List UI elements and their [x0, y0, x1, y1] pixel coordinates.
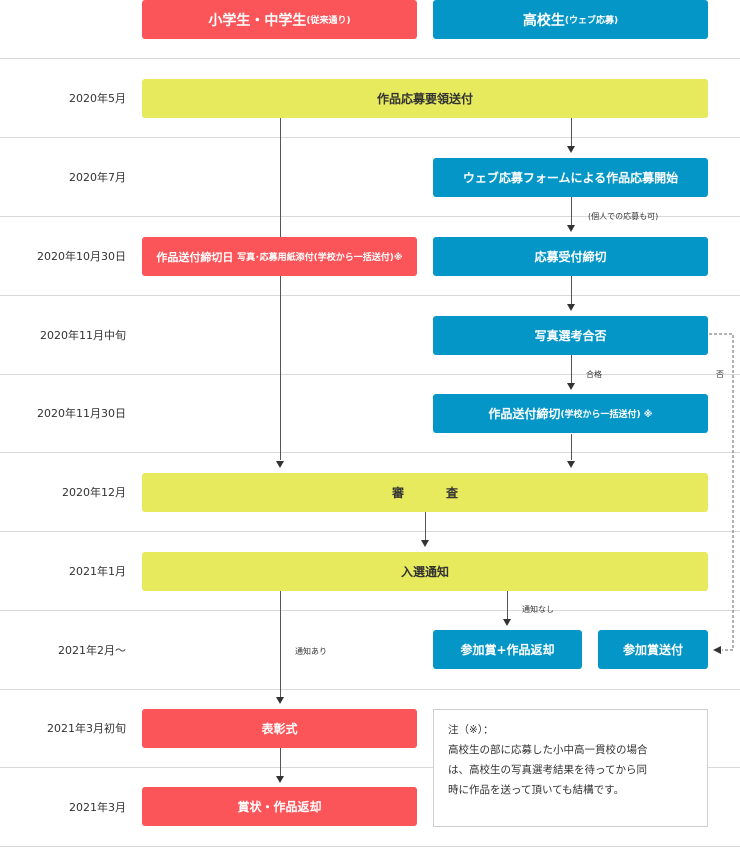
connector-left-bottom: [280, 748, 281, 778]
date-label: 2020年10月30日: [37, 250, 126, 263]
row-divider: [0, 452, 740, 453]
header-high-school: 高校生(ウェブ応募): [433, 0, 708, 39]
arrow-down: [276, 776, 284, 783]
box-award-send: 参加賞送付: [598, 630, 708, 669]
connector-center: [425, 512, 426, 542]
note-line: 高校生の部に応募した小中高一貫校の場合: [448, 744, 648, 756]
connector-center-lower: [507, 591, 508, 621]
row-divider: [0, 58, 740, 59]
row-divider: [0, 374, 740, 375]
arrow-down: [567, 146, 575, 153]
header-right-sub: (ウェブ応募): [564, 16, 619, 26]
date-label: 2021年3月初旬: [47, 722, 126, 735]
box-accept-deadline: 応募受付締切: [433, 237, 708, 276]
box-photo-screening: 写真選考合否: [433, 316, 708, 355]
box-selection-notice: 入選通知: [142, 552, 708, 591]
arrow-down: [503, 619, 511, 626]
arrow-down: [276, 461, 284, 468]
label-pass: 合格: [586, 370, 602, 379]
note-line: 時に作品を送って頂いても結構です。: [448, 784, 625, 796]
box-send-deadline: 作品送付締切日 写真･応募用紙添付(学校から一括送付)※: [142, 237, 417, 276]
box-certificate: 賞状・作品返却: [142, 787, 417, 826]
arrow-down: [276, 697, 284, 704]
arrow-down: [567, 383, 575, 390]
row-divider: [0, 767, 740, 768]
row-divider: [0, 216, 740, 217]
label-no-notice: 通知なし: [522, 605, 554, 614]
send-deadline-main: 作品送付締切日: [156, 250, 234, 264]
date-label: 2021年1月: [69, 565, 126, 578]
box-award-return: 参加賞+作品返却: [433, 630, 582, 669]
date-label: 2020年5月: [69, 92, 126, 105]
box-judging: 審査: [142, 473, 708, 512]
hs-send-main: 作品送付締切: [488, 407, 561, 421]
connector-right: [571, 355, 572, 385]
note-title: 注（※）：: [448, 724, 494, 736]
note-box: 注（※）： 高校生の部に応募した小中高一貫校の場合 は、高校生の写真選考結果を待…: [433, 709, 708, 827]
box-guidelines: 作品応募要領送付: [142, 79, 708, 118]
date-label: 2021年2月〜: [58, 644, 126, 657]
connector-right: [571, 276, 572, 306]
label-fail: 否: [716, 370, 724, 379]
arrow-down: [421, 540, 429, 547]
box-hs-send-deadline: 作品送付締切(学校から一括送付) ※: [433, 394, 708, 433]
judging-char-2: 査: [446, 486, 459, 500]
row-divider: [0, 295, 740, 296]
row-divider: [0, 689, 740, 690]
label-individual: (個人での応募も可): [588, 212, 659, 221]
box-ceremony: 表彰式: [142, 709, 417, 748]
judging-char-1: 審: [391, 486, 404, 500]
date-label: 2020年11月30日: [37, 407, 126, 420]
date-label: 2020年7月: [69, 171, 126, 184]
header-elementary-junior: 小学生・中学生(従来通り): [142, 0, 417, 39]
date-label: 2020年12月: [62, 486, 126, 499]
connector-left: [280, 118, 281, 460]
row-divider: [0, 531, 740, 532]
connector-left-lower: [280, 591, 281, 701]
note-line: は、高校生の写真選考結果を待ってから同: [448, 764, 647, 776]
header-right-main: 高校生: [522, 12, 565, 29]
header-left-main: 小学生・中学生: [208, 12, 307, 29]
header-left-sub: (従来通り): [306, 16, 351, 26]
hs-send-sub: (学校から一括送付) ※: [560, 410, 653, 420]
arrow-down: [567, 461, 575, 468]
box-web-start: ウェブ応募フォームによる作品応募開始: [433, 158, 708, 197]
send-deadline-sub: 写真･応募用紙添付(学校から一括送付)※: [237, 253, 403, 263]
date-label: 2021年3月: [69, 801, 126, 814]
connector-right: [571, 118, 572, 148]
arrow-down: [567, 225, 575, 232]
arrow-down: [567, 304, 575, 311]
date-label: 2020年11月中旬: [40, 329, 126, 342]
connector-right: [571, 434, 572, 460]
connector-right: [571, 197, 572, 227]
row-divider: [0, 610, 740, 611]
row-divider: [0, 137, 740, 138]
label-with-notice: 通知あり: [295, 647, 327, 656]
